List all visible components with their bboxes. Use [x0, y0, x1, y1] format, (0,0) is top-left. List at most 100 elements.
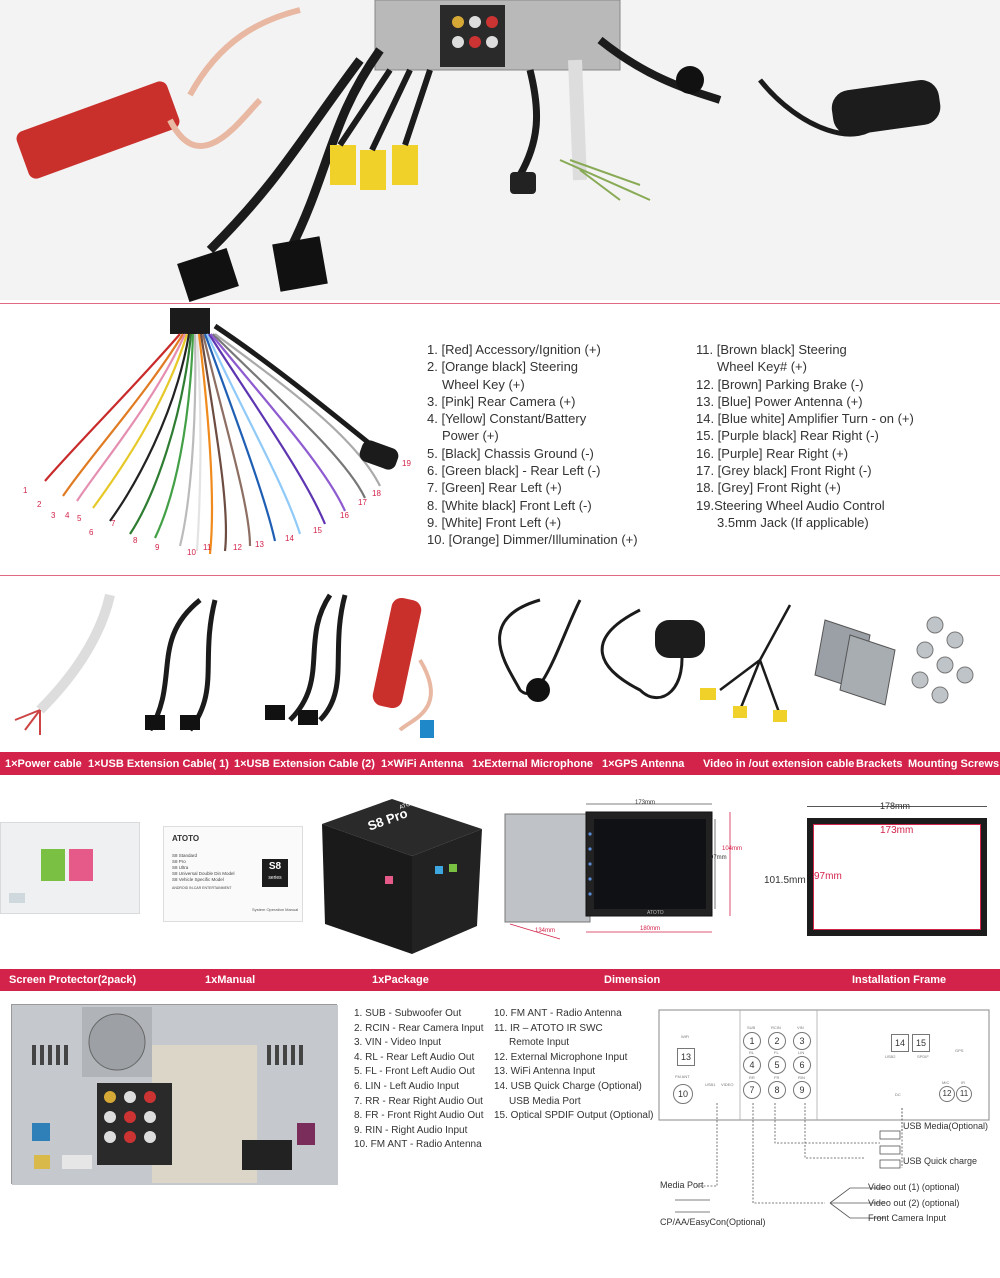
wire-item: 18. [Grey] Front Right (+)	[696, 480, 841, 496]
dimension-height-inner: 97mm	[710, 855, 727, 861]
diagram-label-rl: RL	[749, 1050, 755, 1055]
harness-marker-19: 19	[402, 459, 411, 468]
callout-carplay: CP/AA/EasyCon(Optional)	[660, 1217, 766, 1227]
diagram-port-10: 10	[673, 1084, 693, 1104]
wire-item: 8. [White black] Front Left (-)	[427, 497, 592, 513]
diagram-port-15: 15	[912, 1034, 930, 1052]
harness-marker-4: 4	[65, 511, 70, 520]
wire-item: 1. [Red] Accessory/Ignition (+)	[427, 342, 601, 357]
protector-tab	[9, 893, 25, 903]
wire-item: 13. [Blue] Power Antenna (+)	[696, 393, 863, 409]
diagram-label-mic: MIC	[942, 1080, 950, 1085]
diagram-label-wifi: WiFi	[681, 1034, 689, 1039]
accessory-wifi-antenna: 1×WiFi Antenna	[381, 758, 464, 770]
wire-item: 11. [Brown black] Steering	[696, 342, 847, 357]
port-item: 12. External Microphone Input	[494, 1051, 628, 1063]
accessory-brackets: Brackets	[856, 758, 903, 770]
accessories-photo	[0, 580, 1000, 750]
port-item: 4. RL - Rear Left Audio Out	[354, 1051, 475, 1063]
harness-marker-1: 1	[23, 486, 28, 495]
frame-outer	[807, 818, 987, 936]
accessory-external-microphone: 1xExternal Microphone	[472, 758, 594, 770]
diagram-port-5: 5	[768, 1056, 786, 1074]
rear-cables-illustration	[16, 0, 941, 303]
manual-photo: ATOTO S8 Standard S8 Pro S8 Ultra S8 Uni…	[163, 826, 303, 922]
manual-item: S8 Pro	[172, 859, 186, 864]
port-item: 15. Optical SPDIF Output (Optional)	[494, 1110, 654, 1122]
rear-cables-photo	[0, 0, 1000, 303]
wire-item: 16. [Purple] Rear Right (+)	[696, 445, 849, 461]
diagram-label-fm-ant: FM ANT	[675, 1074, 690, 1079]
wire-item: 5. [Black] Chassis Ground (-)	[427, 445, 594, 461]
port-item: Remote Input	[509, 1037, 570, 1049]
protector-sticker-pink	[69, 849, 93, 881]
wire-item: 17. [Grey black] Front Right (-)	[696, 463, 872, 479]
diagram-port-7: 7	[743, 1081, 761, 1099]
wire-item: 7. [Green] Rear Left (+)	[427, 480, 562, 496]
dimension-width-top: 173mm	[635, 800, 656, 806]
port-item: 11. IR – ATOTO IR SWC	[494, 1022, 603, 1034]
protector-sticker-green	[41, 849, 65, 881]
dimension-depth: 134mm	[535, 928, 556, 934]
package-box-photo: S8 Pro ATOTO	[317, 794, 487, 956]
manual-item: S8 Vehicle Specific Model	[172, 877, 224, 882]
port-item: 14. USB Quick Charge (Optional)	[494, 1080, 642, 1092]
harness-marker-18: 18	[372, 489, 381, 498]
diagram-label-rin: RIN	[798, 1075, 805, 1080]
wire-item: 3.5mm Jack (If applicable)	[717, 514, 869, 530]
diagram-port-2: 2	[768, 1032, 786, 1050]
diagram-label-fr: FR	[774, 1075, 780, 1080]
port-list-right: 10. FM ANT - Radio Antenna 11. IR – ATOT…	[494, 1007, 654, 1124]
rear-connection-diagram: 13 10 1 2 3 4 5 6 7 8 9 14 15 12 11 WiFi…	[655, 1008, 995, 1228]
dimension-height-outer: 104mm	[722, 846, 743, 852]
wiring-harness-photo: 1 2 3 4 5 6 7 8 9 10 11 12 13 14 15 16 1…	[15, 306, 415, 568]
diagram-port-13: 13	[677, 1048, 695, 1066]
callout-usb-charge: USB Quick charge	[903, 1156, 978, 1166]
accessory-gps-antenna: 1×GPS Antenna	[602, 758, 685, 770]
installation-frame-drawing: 178mm 173mm 101.5mm 97mm	[764, 795, 992, 955]
package-box: 1xPackage	[372, 974, 429, 986]
package-dimension: Dimension	[604, 974, 661, 986]
diagram-label-video: VIDEO	[721, 1082, 734, 1087]
harness-marker-7: 7	[111, 519, 116, 528]
package-manual: 1xManual	[205, 974, 256, 986]
diagram-label-fl: FL	[774, 1050, 779, 1055]
frame-outer-width: 178mm	[880, 801, 911, 811]
manual-tagline: ANDROID IN-CAR ENTERTAINMENT	[172, 886, 232, 890]
wire-item: 9. [White] Front Left (+)	[427, 514, 562, 530]
wire-item: Wheel Key (+)	[442, 376, 525, 392]
wire-item: Power (+)	[442, 428, 499, 444]
diagram-label-ir: IR	[961, 1080, 965, 1085]
diagram-label-sub: SUB	[747, 1025, 756, 1030]
port-item: 7. RR - Rear Right Audio Out	[354, 1095, 483, 1107]
port-item: 13. WiFi Antenna Input	[494, 1066, 596, 1078]
accessories-label-band: 1×Power cable 1×USB Extension Cable( 1) …	[0, 752, 1000, 775]
harness-marker-8: 8	[133, 536, 138, 545]
screen-protector-photo	[0, 822, 140, 914]
wire-item: 15. [Purple black] Rear Right (-)	[696, 428, 879, 444]
diagram-label-spdif: SPDIF	[917, 1054, 929, 1059]
package-box-illustration	[322, 799, 482, 954]
harness-marker-12: 12	[233, 543, 242, 552]
frame-top-dimension-line	[807, 806, 987, 807]
port-item: 10. FM ANT - Radio Antenna	[354, 1139, 482, 1151]
wire-list-left: 1. [Red] Accessory/Ignition (+) 2. [Oran…	[427, 341, 638, 549]
frame-inner-outline	[813, 824, 981, 930]
rear-panel-photo	[11, 1004, 338, 1185]
port-item: 3. VIN - Video Input	[354, 1037, 442, 1049]
diagram-port-1: 1	[743, 1032, 761, 1050]
port-item: 10. FM ANT - Radio Antenna	[494, 1008, 622, 1019]
accessory-power-cable: 1×Power cable	[5, 758, 82, 770]
dimension-width-bottom: 180mm	[640, 926, 661, 932]
port-item: USB Media Port	[509, 1095, 581, 1107]
callout-video-out-2: Video out (2) (optional)	[868, 1198, 960, 1208]
harness-marker-16: 16	[340, 511, 349, 520]
section-divider-1	[0, 303, 1000, 304]
frame-inner-height: 97mm	[814, 871, 842, 882]
package-installation-frame: Installation Frame	[852, 974, 947, 986]
wire-item: 12. [Brown] Parking Brake (-)	[696, 376, 864, 392]
diagram-port-9: 9	[793, 1081, 811, 1099]
package-screen-protector: Screen Protector(2pack)	[9, 974, 137, 986]
harness-marker-11: 11	[203, 543, 212, 552]
diagram-label-usb2: USB2	[885, 1054, 896, 1059]
